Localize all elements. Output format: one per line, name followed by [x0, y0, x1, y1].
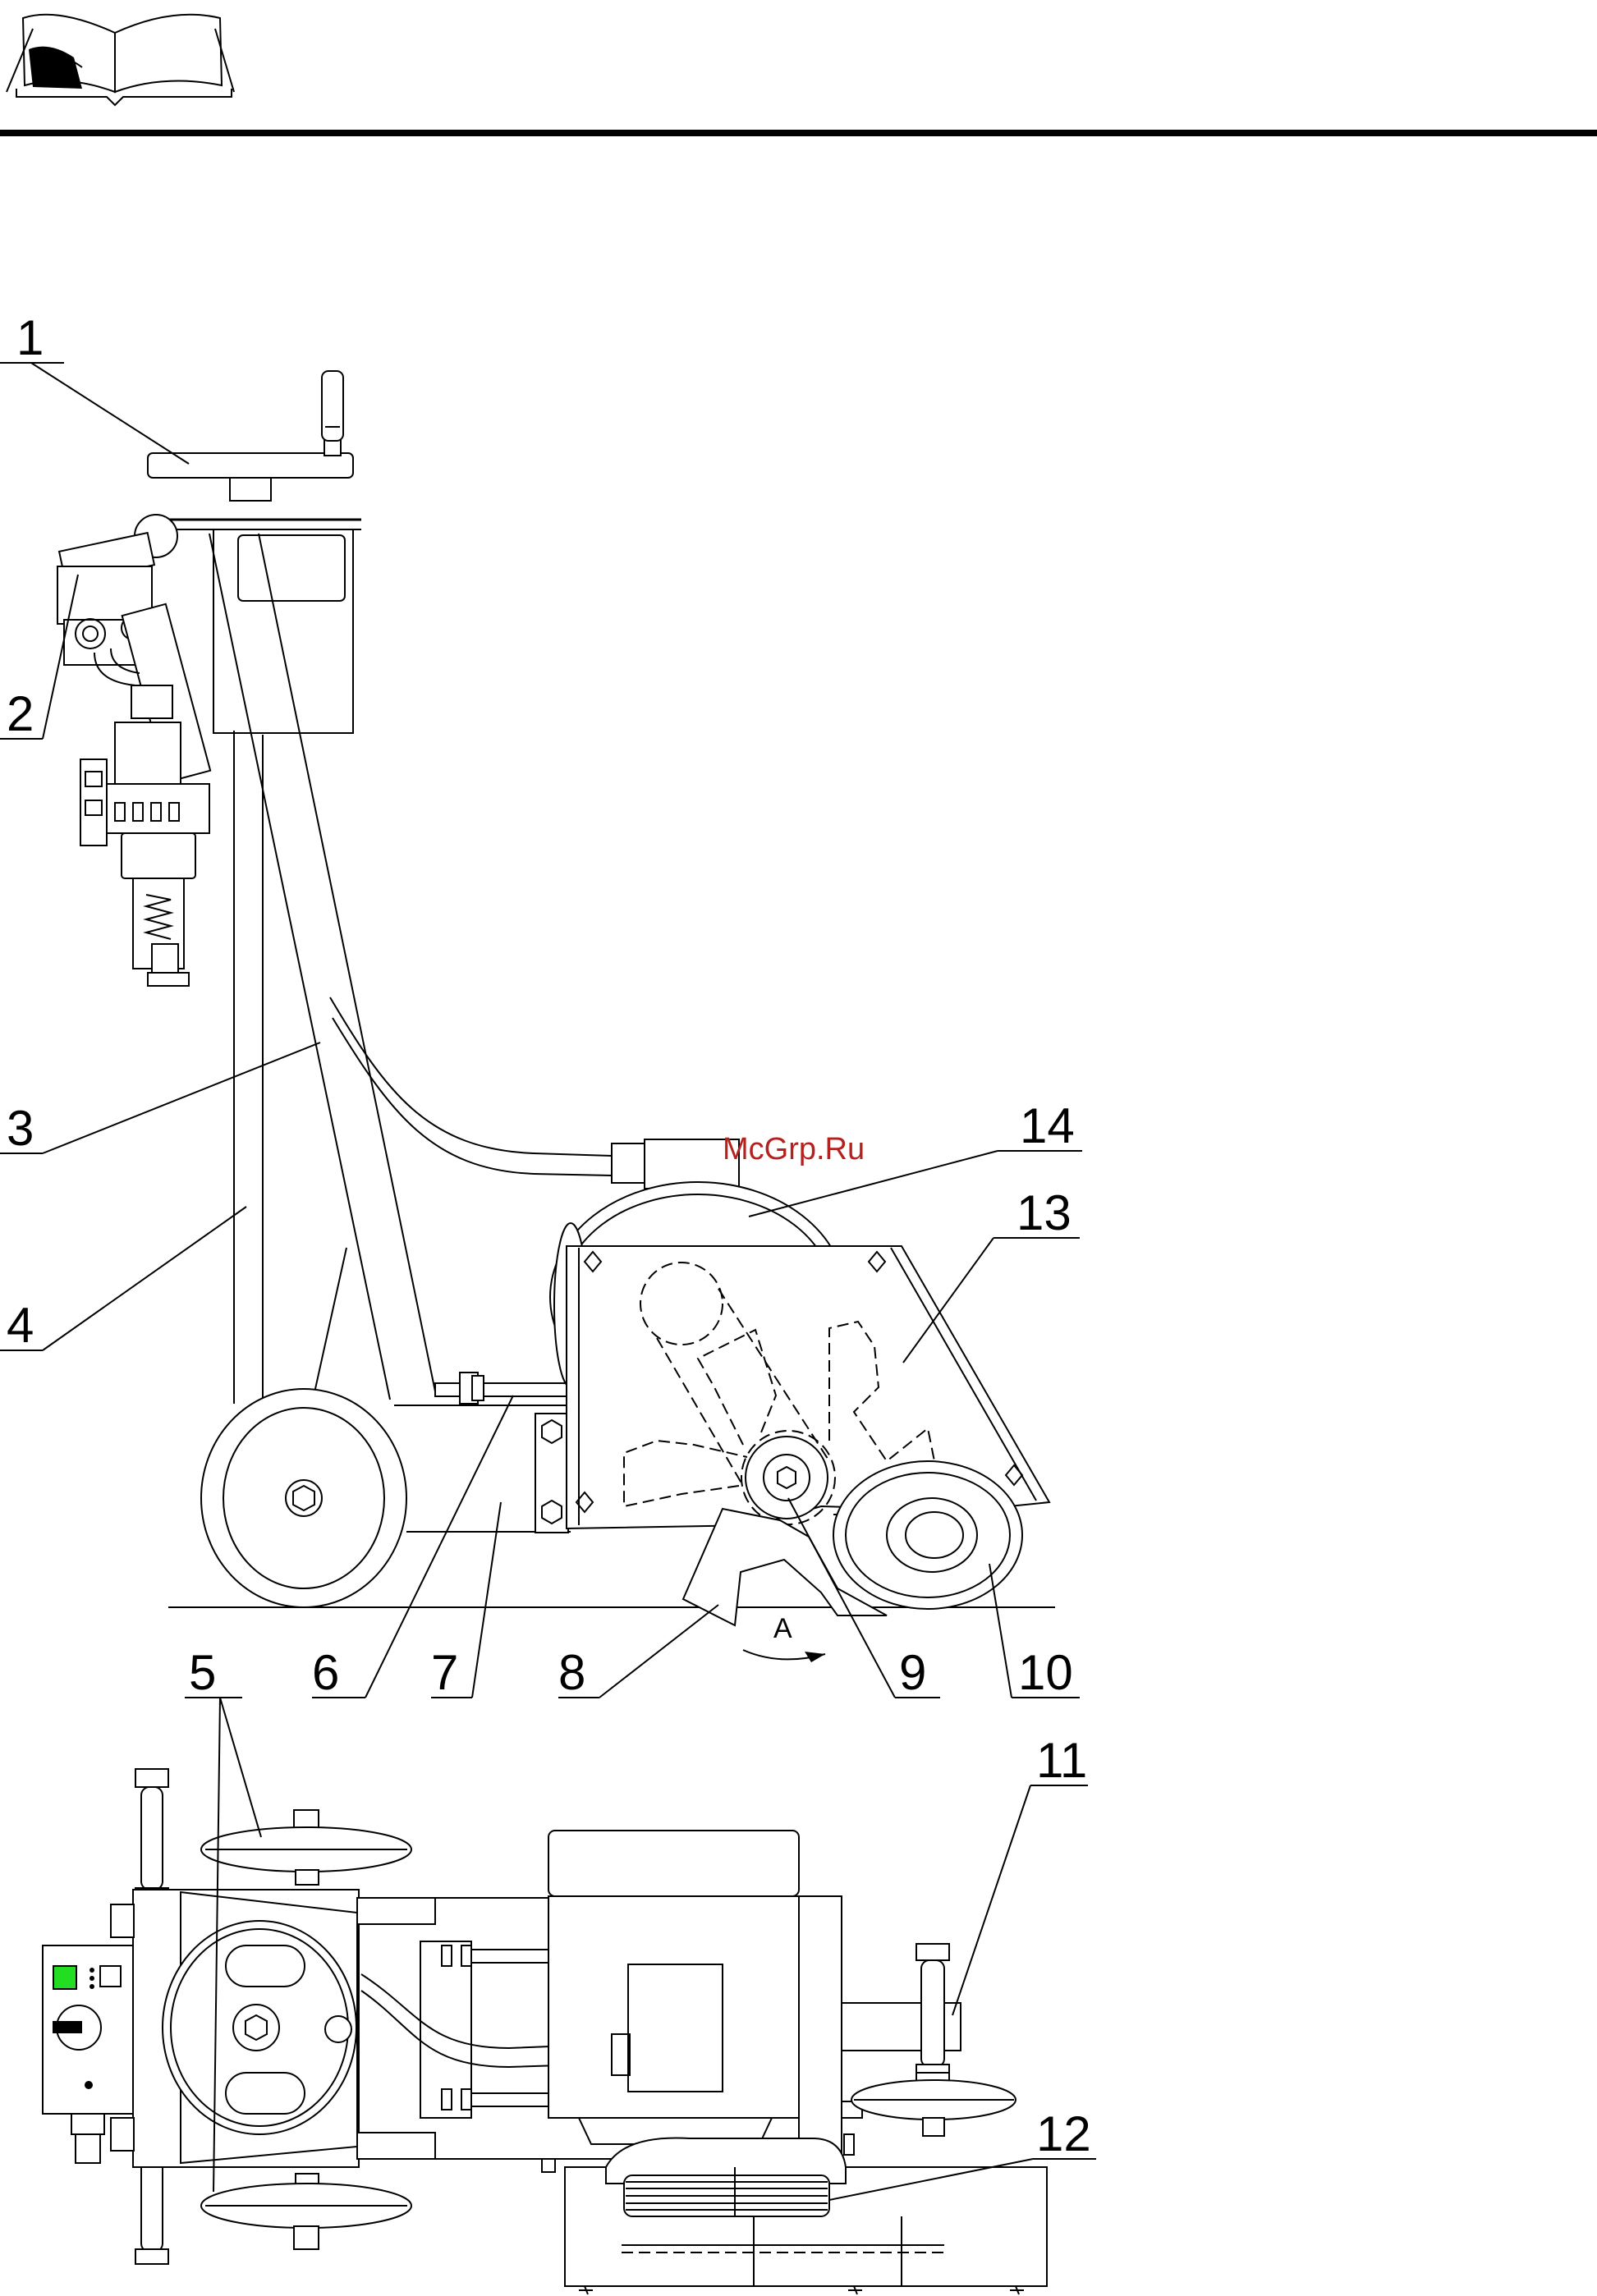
motor-top: [548, 1831, 799, 2177]
handwheel-side: [148, 371, 353, 501]
open-book-icon: [7, 15, 234, 105]
steering-handle: [921, 1960, 944, 2067]
cable-side: [330, 997, 612, 1156]
control-cabinet: [213, 529, 353, 733]
rear-wheel-top-upper: [201, 1810, 411, 1885]
rear-wheel-top-lower: [201, 2174, 411, 2249]
rear-handle-top: [135, 1769, 168, 1787]
air-filter-unit: [57, 533, 210, 986]
callout-8: 8: [558, 1645, 585, 1700]
handwheel-top: [163, 1921, 356, 2134]
callout-12: 12: [1036, 2106, 1091, 2161]
callout-6: 6: [312, 1645, 339, 1700]
callout-3: 3: [7, 1101, 34, 1156]
callout-7: 7: [431, 1645, 458, 1700]
top-view: [43, 1769, 1047, 2294]
callout-4: 4: [7, 1298, 34, 1353]
callout-10: 10: [1018, 1645, 1073, 1700]
status-indicator: [53, 1966, 76, 1989]
blade-arbor: [746, 1437, 828, 1519]
callout-9: 9: [899, 1645, 926, 1700]
direction-label: A: [773, 1613, 792, 1644]
callout-11: 11: [1036, 1733, 1087, 1788]
control-box: [43, 1904, 134, 2163]
callout-1: 1: [16, 310, 44, 365]
callout-5: 5: [189, 1645, 216, 1700]
belt-guard-top: [542, 2134, 1047, 2294]
header-rule: [0, 130, 1597, 136]
callout-13: 13: [1016, 1185, 1072, 1240]
guide-rod: [435, 1383, 571, 1396]
rear-wheel-side: [201, 1389, 406, 1607]
watermark: McGrp.Ru: [723, 1132, 865, 1166]
callout-2: 2: [7, 686, 34, 741]
callout-14: 14: [1020, 1098, 1075, 1153]
side-view: A: [57, 371, 1055, 1662]
